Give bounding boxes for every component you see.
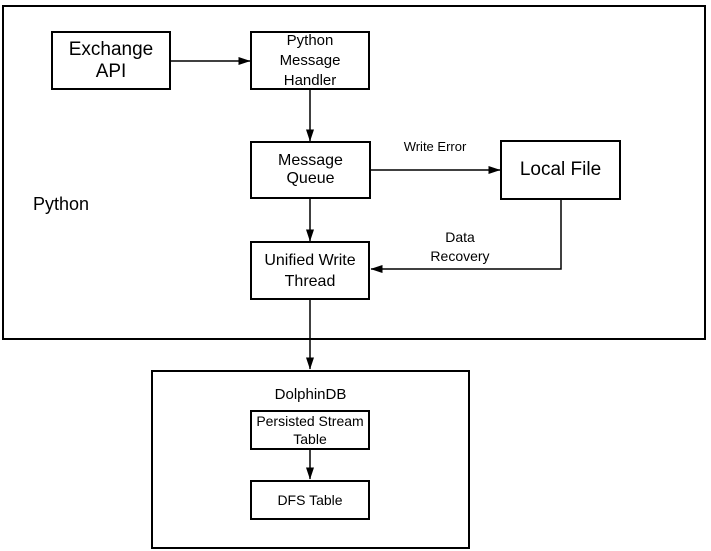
node-python-message-handler-label: Python Message Handler xyxy=(279,31,341,89)
node-exchange-api: Exchange API xyxy=(51,31,171,90)
dolphindb-container-label: DolphinDB xyxy=(274,386,347,403)
node-dfs-table: DFS Table xyxy=(250,480,370,520)
node-unified-write-thread-label: Unified Write Thread xyxy=(264,251,356,290)
node-message-queue: Message Queue xyxy=(250,141,371,199)
node-unified-write-thread: Unified Write Thread xyxy=(250,241,370,300)
edge-label-data-recovery: Data Recovery xyxy=(430,229,490,264)
python-container-label: Python xyxy=(33,194,90,214)
node-message-queue-label: Message Queue xyxy=(278,152,343,187)
node-local-file: Local File xyxy=(500,140,621,200)
node-exchange-api-label: Exchange API xyxy=(68,38,154,82)
dolphindb-container xyxy=(151,370,470,549)
edge-label-write-error: Write Error xyxy=(403,139,467,154)
node-persisted-stream-table-label: Persisted Stream Table xyxy=(256,413,364,447)
node-local-file-label: Local File xyxy=(519,159,602,180)
python-container xyxy=(2,5,706,340)
node-persisted-stream-table: Persisted Stream Table xyxy=(250,410,370,450)
node-python-message-handler: Python Message Handler xyxy=(250,31,370,90)
node-dfs-table-label: DFS Table xyxy=(277,492,343,508)
